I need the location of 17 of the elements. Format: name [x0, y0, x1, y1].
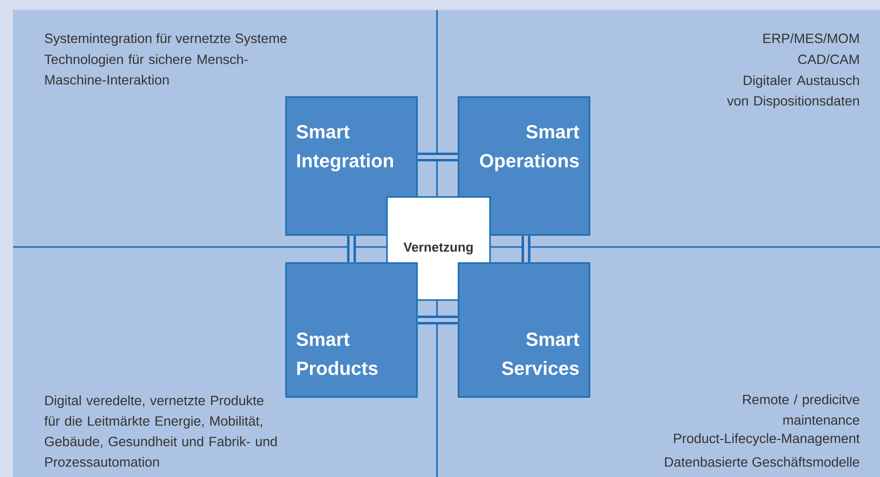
square-box: Smart Integration	[285, 96, 418, 236]
double-connector	[418, 316, 458, 324]
square-box: Smart Products	[285, 262, 418, 398]
quadrant-note: Digitaler Austausch von Dispositionsdaten	[727, 75, 859, 108]
square-box: Smart Services	[458, 262, 590, 398]
quadrant-note: Remote / predicitve maintenance	[743, 394, 860, 425]
quadrant-note: Product-Lifecycle-Management	[674, 433, 860, 446]
quadrant-note: ERP/MES/MOM	[763, 33, 859, 44]
quadrant-note: Datenbasierte Geschäftsmodelle	[665, 456, 860, 467]
double-connector	[347, 236, 356, 262]
quadrant-note: Digital veredelte, vernetzte Produkte für die Leitmärkte Energie, Mobilität, Gebäude, Gesundheit und Fabrik- und Prozessautomation	[44, 395, 277, 467]
double-connector	[522, 236, 530, 262]
double-connector	[418, 152, 458, 162]
quadrant-note: Technologien für sichere Mensch-Maschine-Interaktion	[44, 54, 248, 85]
square-box: Smart Operations	[458, 96, 590, 236]
quadrant-note: CAD/CAM	[798, 54, 859, 64]
quadrant-note: Systemintegration für vernetzte Systeme	[44, 33, 287, 46]
